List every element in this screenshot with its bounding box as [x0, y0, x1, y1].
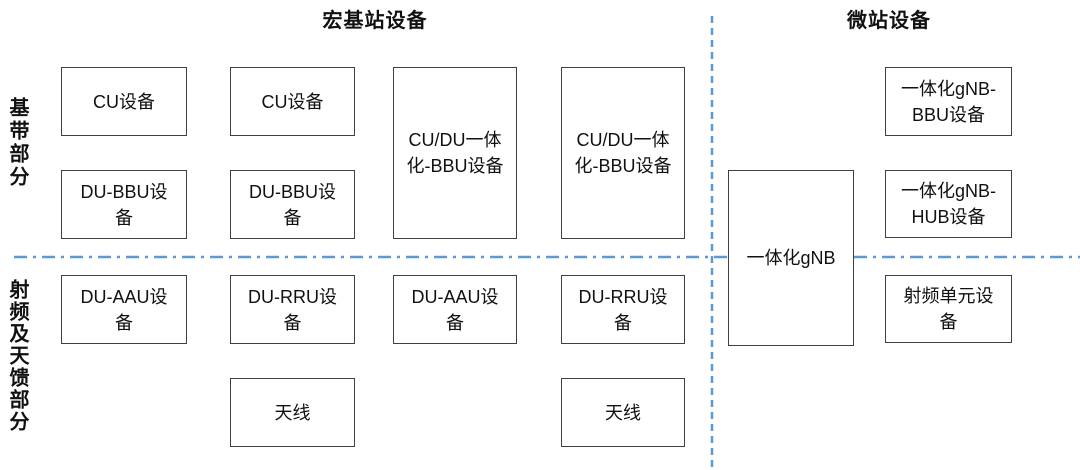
equipment-label: DU-BBU设 备	[80, 181, 168, 228]
equipment-label: CU设备	[261, 91, 324, 112]
equipment-label: CU设备	[93, 91, 155, 112]
equipment-label: DU-RRU设 备	[578, 286, 668, 333]
equipment-label: CU/DU一体 化-BBU设备	[406, 130, 504, 176]
equipment-label: 射频单元设 备	[903, 286, 994, 332]
row-label-baseband: 基带部分	[6, 97, 28, 189]
equipment-box-cu-col1: CU设备	[61, 67, 187, 136]
equipment-box-du-rru-col2: DU-RRU设 备	[230, 275, 355, 344]
equipment-label: 一体化gNB	[746, 248, 836, 268]
equipment-label: DU-RRU设 备	[248, 286, 337, 333]
equipment-label: 天线	[274, 402, 311, 423]
equipment-label: 一体化gNB- BBU设备	[900, 78, 996, 125]
equipment-label: DU-AAU设 备	[80, 286, 168, 333]
equipment-box-integrated-gnb: 一体化gNB	[728, 170, 854, 346]
macro-section-title: 宏基站设备	[322, 10, 428, 32]
equipment-label: DU-AAU设 备	[411, 286, 499, 333]
equipment-label: DU-BBU设 备	[248, 181, 336, 228]
equipment-box-du-aau-col1: DU-AAU设 备	[61, 275, 187, 344]
equipment-box-rf-unit: 射频单元设 备	[885, 275, 1012, 343]
equipment-box-gnb-hub: 一体化gNB- HUB设备	[885, 170, 1012, 238]
micro-section-title: 微站设备	[847, 10, 931, 32]
equipment-label: CU/DU一体 化-BBU设备	[574, 130, 672, 176]
equipment-box-antenna-col2: 天线	[230, 378, 355, 447]
equipment-box-cudu-bbu-col3: CU/DU一体 化-BBU设备	[393, 67, 517, 239]
equipment-box-du-rru-col4: DU-RRU设 备	[561, 275, 685, 344]
equipment-label: 一体化gNB- HUB设备	[900, 181, 996, 227]
equipment-box-antenna-col4: 天线	[561, 378, 685, 447]
equipment-box-du-bbu-col2: DU-BBU设 备	[230, 170, 355, 239]
equipment-box-du-aau-col3: DU-AAU设 备	[393, 275, 517, 344]
equipment-box-cudu-bbu-col4: CU/DU一体 化-BBU设备	[561, 67, 685, 239]
row-label-rf-antenna: 射频及天馈部分	[6, 279, 28, 433]
equipment-box-du-bbu-col1: DU-BBU设 备	[61, 170, 187, 239]
equipment-box-gnb-bbu: 一体化gNB- BBU设备	[885, 67, 1012, 136]
equipment-label: 天线	[605, 402, 641, 423]
equipment-box-cu-col2: CU设备	[230, 67, 355, 136]
